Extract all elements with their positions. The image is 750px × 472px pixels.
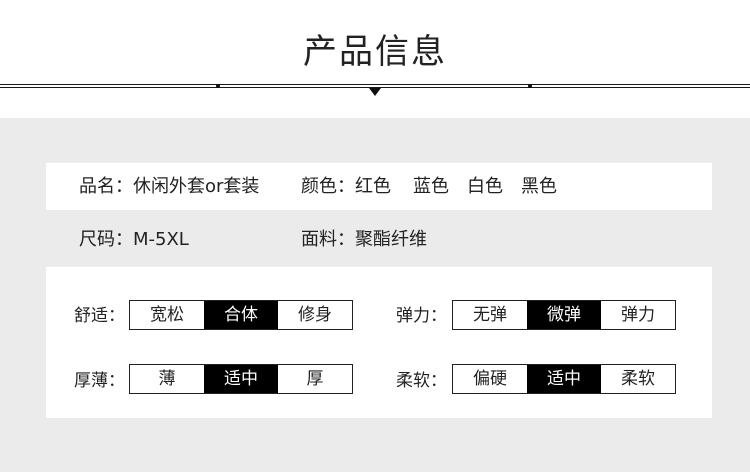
softness-option[interactable]: 柔软: [601, 365, 675, 393]
color-label: 颜色：: [301, 176, 355, 197]
color-value: 蓝色: [413, 176, 449, 197]
thickness-option[interactable]: 薄: [130, 365, 204, 393]
material-row: 面料：聚酯纤维: [301, 228, 427, 252]
softness-option-selected[interactable]: 适中: [527, 365, 601, 393]
product-name-value: 休闲外套or套装: [133, 176, 260, 197]
softness-option[interactable]: 偏硬: [453, 365, 527, 393]
divider-dot-right-icon: [528, 84, 532, 88]
elasticity-label: 弹力：: [396, 306, 447, 326]
material-label: 面料：: [301, 229, 355, 250]
attributes-panel: [46, 267, 712, 418]
softness-label: 柔软：: [396, 371, 447, 391]
divider-dot-left-icon: [216, 84, 220, 88]
color-value: 红色: [355, 176, 391, 197]
thickness-selector: 薄 适中 厚: [129, 364, 353, 394]
elasticity-option[interactable]: 弹力: [601, 301, 675, 329]
product-name-label: 品名：: [79, 176, 133, 197]
elasticity-option[interactable]: 无弹: [453, 301, 527, 329]
thickness-option[interactable]: 厚: [278, 365, 352, 393]
fit-option[interactable]: 修身: [278, 301, 352, 329]
size-label: 尺码：: [79, 229, 133, 250]
size-row: 尺码：M-5XL: [79, 228, 189, 252]
fit-option-selected[interactable]: 合体: [204, 301, 278, 329]
color-value: 白色: [467, 176, 503, 197]
fit-selector: 宽松 合体 修身: [129, 300, 353, 330]
page-title: 产品信息: [303, 32, 447, 72]
divider-line-bottom: [0, 87, 750, 88]
fit-label: 舒适：: [74, 306, 125, 326]
size-value: M-5XL: [133, 229, 189, 250]
thickness-option-selected[interactable]: 适中: [204, 365, 278, 393]
divider-line-top: [0, 84, 750, 85]
softness-selector: 偏硬 适中 柔软: [452, 364, 676, 394]
elasticity-option-selected[interactable]: 微弹: [527, 301, 601, 329]
fit-option[interactable]: 宽松: [130, 301, 204, 329]
product-info-panel: [46, 163, 712, 210]
elasticity-selector: 无弹 微弹 弹力: [452, 300, 676, 330]
material-value: 聚酯纤维: [355, 229, 427, 250]
product-color-row: 颜色：红色 蓝色白色黑色: [301, 175, 557, 199]
product-name-row: 品名：休闲外套or套装: [79, 175, 259, 199]
down-triangle-icon: [369, 88, 381, 96]
color-value: 黑色: [521, 176, 557, 197]
thickness-label: 厚薄：: [74, 371, 125, 391]
